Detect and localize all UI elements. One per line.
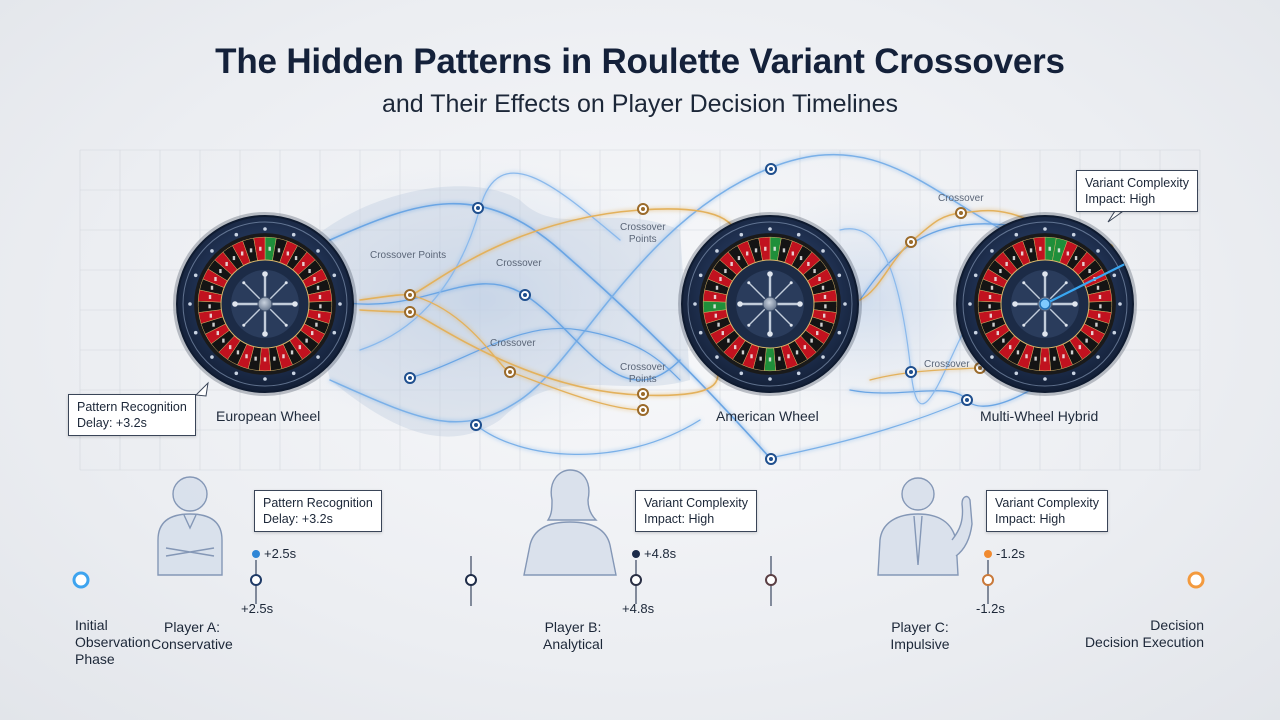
time-note-a-above: +2.5s [252, 546, 296, 561]
player-b-figure [523, 469, 617, 576]
roulette-wheel-hybrid [953, 212, 1137, 396]
callout-line: Impact: High [995, 512, 1066, 526]
flow-line-gold [869, 367, 981, 381]
roulette-wheel-american [678, 212, 862, 396]
player-c-figure [877, 477, 973, 576]
node-gold [404, 289, 416, 301]
callout-pattern-recognition-upper: Pattern Recognition Delay: +3.2s [68, 394, 196, 436]
phase-line: Impulsive [890, 636, 950, 652]
flow-label: Crossover Points [620, 362, 666, 386]
phase-line: Player C: [891, 619, 949, 635]
flow-line-blue [409, 327, 681, 381]
callout-line: Pattern Recognition [263, 496, 373, 510]
page-title: The Hidden Patterns in Roulette Variant … [215, 42, 1065, 81]
node-blue [765, 453, 777, 465]
wheel-label-american: American Wheel [716, 408, 819, 424]
flow-line-blue [769, 399, 968, 459]
callout-line: Delay: +3.2s [263, 512, 333, 526]
phase-decision-execution: Decision Decision Execution [1070, 617, 1204, 651]
timeline-node-start [72, 571, 90, 589]
flow-label: Crossover [938, 193, 984, 204]
callout-line: Variant Complexity [995, 496, 1099, 510]
time-note-text: +4.8s [644, 546, 677, 561]
phase-initial-observation: Initial Observation Phase [75, 617, 150, 668]
phase-line: Decision [1150, 617, 1204, 633]
page-subtitle: and Their Effects on Player Decision Tim… [382, 90, 898, 118]
dot-icon [632, 550, 640, 558]
roulette-wheel-european [173, 212, 357, 396]
dot-icon [984, 550, 992, 558]
timeline-node-end [1187, 571, 1205, 589]
flow-label-line: Points [628, 234, 657, 245]
phase-line: Player B: [544, 619, 602, 635]
flow-label: Crossover Points [370, 250, 447, 261]
time-note-c-above: -1.2s [984, 546, 1025, 561]
phase-player-b: Player B: Analytical [527, 619, 619, 653]
callout-variant-complexity-upper: Variant Complexity Impact: High [1076, 170, 1198, 212]
node-blue [519, 289, 531, 301]
flow-label: Crossover [496, 258, 542, 269]
node-blue [470, 419, 482, 431]
time-note-c-below: -1.2s [976, 601, 1005, 616]
callout-pointers [194, 210, 1124, 397]
node-blue [961, 394, 973, 406]
timeline-node [765, 574, 777, 586]
time-note-text: -1.2s [996, 546, 1025, 561]
phase-line: Player A: [163, 619, 221, 635]
node-blue [765, 163, 777, 175]
phase-player-c: Player C: Impulsive [874, 619, 966, 653]
flow-line-blue [475, 419, 701, 456]
node-blue [404, 372, 416, 384]
timeline-node [630, 574, 642, 586]
timeline-node [982, 574, 994, 586]
phase-player-a: Player A: Conservative [146, 619, 238, 653]
node-blue [472, 202, 484, 214]
time-note-text: +2.5s [264, 546, 297, 561]
flow-label: Crossover [490, 338, 536, 349]
flow-label: Crossover [924, 359, 970, 370]
decision-timeline [72, 556, 1205, 606]
time-note-b-above: +4.8s [632, 546, 676, 561]
node-blue [905, 366, 917, 378]
callout-line: Variant Complexity [1085, 176, 1189, 190]
phase-line: Conservative [151, 636, 233, 652]
time-note-a-below: +2.5s [241, 601, 274, 616]
flow-label: Crossover Points [620, 222, 666, 246]
callout-pattern-recognition-timeline: Pattern Recognition Delay: +3.2s [254, 490, 382, 532]
dot-icon [252, 550, 260, 558]
phase-line: Initial [75, 617, 108, 633]
node-gold [504, 366, 516, 378]
node-gold [955, 207, 967, 219]
timeline-node [250, 574, 262, 586]
time-note-b-below: +4.8s [622, 601, 655, 616]
callout-variant-complexity-b: Variant Complexity Impact: High [635, 490, 757, 532]
wheel-label-hybrid: Multi-Wheel Hybrid [980, 408, 1099, 424]
wheel-label-european: European Wheel [216, 408, 321, 424]
node-gold [637, 404, 649, 416]
callout-line: Delay: +3.2s [77, 416, 147, 430]
phase-line: Analytical [543, 636, 603, 652]
timeline-node [465, 574, 477, 586]
node-gold [404, 306, 416, 318]
flow-label-line: Crossover [620, 362, 666, 373]
callout-variant-complexity-c: Variant Complexity Impact: High [986, 490, 1108, 532]
flow-label-line: Points [628, 374, 657, 385]
phase-line: Phase [75, 651, 115, 667]
flow-line-gold [859, 209, 1041, 301]
phase-line: Decision Execution [1084, 634, 1204, 650]
callout-line: Pattern Recognition [77, 400, 187, 414]
node-gold [637, 388, 649, 400]
flow-line-blue [329, 202, 771, 459]
node-gold [637, 203, 649, 215]
flow-label-line: Crossover [620, 222, 666, 233]
player-a-figure [157, 476, 223, 576]
callout-line: Impact: High [644, 512, 715, 526]
callout-line: Variant Complexity [644, 496, 748, 510]
flow-line-blue [329, 153, 1081, 423]
phase-line: Observation [75, 634, 151, 650]
callout-line: Impact: High [1085, 192, 1156, 206]
node-gold [905, 236, 917, 248]
